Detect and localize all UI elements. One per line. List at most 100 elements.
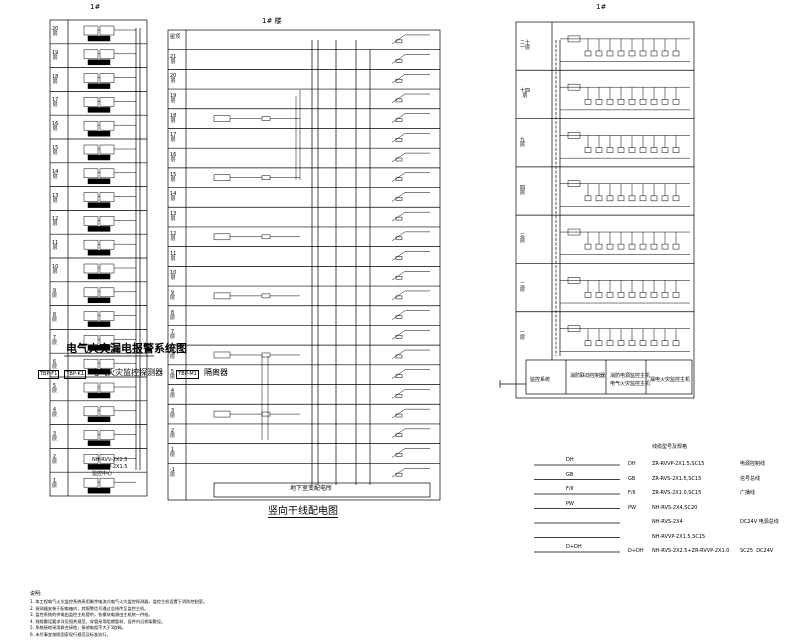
right-floor-label: 二十 一层 bbox=[520, 40, 531, 52]
mid-floor-label: 19 层 bbox=[170, 92, 177, 104]
mid-floor-label: 17 层 bbox=[170, 132, 177, 144]
note-line: 4. 线缆敷设要求详见相关规范，穿管采用阻燃管材，竖井内沿桥架敷设。 bbox=[30, 618, 166, 624]
left-floor-label: 14 层 bbox=[52, 168, 59, 180]
mid-floor-label: 2 层 bbox=[170, 427, 176, 439]
mid-floor-label: 9 层 bbox=[170, 289, 176, 301]
left-note-3: 监控中心 bbox=[92, 471, 113, 477]
legend-note: 广播线 bbox=[740, 490, 756, 496]
left-floor-label: 11 层 bbox=[52, 240, 59, 252]
system-title: 电气火灾漏电报警系统图 bbox=[66, 342, 187, 355]
mid-floor-label: 4 层 bbox=[170, 388, 176, 400]
note-line: 3. 监控系统的供电由监控主机提供，各模块电源由主机统一供给。 bbox=[30, 612, 153, 617]
mid-floor-label: 12 层 bbox=[170, 230, 177, 242]
left-floor-label: 12 层 bbox=[52, 216, 59, 228]
legend-cable: ZR-RVS-2X1.5,SC15 bbox=[652, 475, 702, 482]
left-floor-label: 19 层 bbox=[52, 49, 59, 61]
notes-title: 说明: bbox=[30, 591, 42, 597]
legend-cable: ZR-RVVP-2X1.5,SC15 bbox=[652, 461, 705, 467]
legend-symbol: DH bbox=[566, 457, 574, 463]
legend-code: DH bbox=[628, 461, 636, 467]
legend-symbol: PW bbox=[566, 500, 574, 507]
mid-panel-title: 1# 楼 bbox=[262, 17, 282, 25]
legend-note: SC25 DC24V bbox=[740, 548, 774, 554]
note-line: 6. 未尽事宜按照国家现行规范及标准执行。 bbox=[30, 631, 111, 637]
left-floor-label: 8 层 bbox=[52, 311, 58, 323]
mid-floor-label: 6 层 bbox=[170, 348, 176, 360]
mid-floor-label: 8 层 bbox=[170, 309, 176, 321]
right-cell-3: 电气火灾监控主机 bbox=[610, 381, 651, 387]
right-cell-0: 监控系统 bbox=[530, 377, 551, 383]
legend-code: D+DH bbox=[628, 548, 644, 554]
legend-note: 信号总线 bbox=[740, 475, 761, 482]
legend-cable: NH-RVS-2X4,SC20 bbox=[652, 504, 698, 511]
legend-symbol: GB bbox=[566, 471, 574, 478]
note-line: 5. 系统接地采用联合接地，接地电阻不大于1欧姆。 bbox=[30, 625, 126, 630]
mid-panel-frame bbox=[167, 29, 441, 501]
right-floor-label: 一 层 bbox=[520, 329, 526, 341]
mid-floor-label: 5 层 bbox=[170, 368, 176, 380]
legend-code: PW bbox=[628, 504, 636, 511]
mid-floor-label: 3 层 bbox=[170, 408, 176, 420]
left-floor-label: 9 层 bbox=[52, 287, 58, 299]
left-floor-label: 4 层 bbox=[52, 406, 58, 418]
mid-floor-label: 21 层 bbox=[170, 53, 177, 65]
right-floor-label: 二 层 bbox=[520, 281, 526, 293]
legend-cable: NH-RVS-2X2.5+ZR-RVVP-2X1.0 bbox=[652, 548, 730, 554]
mid-floor-label: 11 层 bbox=[170, 250, 177, 262]
right-floor-label: 十四 层 bbox=[520, 88, 531, 100]
legend-cable: ZR-RVS-2X1.0,SC15 bbox=[652, 490, 702, 496]
left-floor-label: 6 层 bbox=[52, 359, 58, 371]
mid-floor-label: 18 层 bbox=[170, 112, 177, 124]
left-floor-label: 10 层 bbox=[52, 263, 59, 275]
mid-floor-label: 1 层 bbox=[170, 447, 176, 459]
right-cell-1: 消防联动控制器 bbox=[570, 373, 606, 379]
right-cell-4: 漏电火灾监控主机 bbox=[650, 377, 691, 383]
left-floor-label: 5 层 bbox=[52, 382, 58, 394]
mid-floor-label: 屋顶 bbox=[170, 33, 181, 40]
legend-cable: NH-RVVP-2X1.5,SC15 bbox=[652, 533, 706, 540]
legend-symbol: F/Ⅱ bbox=[566, 486, 574, 492]
left-note-1: NH-RVV-2X2.5 bbox=[92, 457, 128, 463]
left-floor-label: 13 层 bbox=[52, 192, 59, 204]
mid-floor-label: 10 层 bbox=[170, 270, 177, 282]
legend-header: 线缆型号及规格 bbox=[652, 444, 688, 450]
left-note-2: NH-RVV-2X1.5 bbox=[92, 464, 128, 470]
mid-floor-label: 7 层 bbox=[170, 329, 176, 341]
mid-caption: 竖向干线配电图 bbox=[268, 502, 338, 518]
mid-floor-label: 14 层 bbox=[170, 191, 177, 203]
legend-note: DC24V 电源总线 bbox=[740, 519, 779, 525]
legend-code: F/Ⅱ bbox=[628, 490, 636, 496]
legend-text-a: 电气火灾监控探测器 bbox=[91, 368, 164, 377]
left-panel-title: 1# bbox=[90, 3, 101, 11]
left-floor-label: 15 层 bbox=[52, 144, 59, 156]
legend-code: GB bbox=[628, 475, 636, 482]
left-floor-label: 17 层 bbox=[52, 97, 59, 109]
legend-note: 电源控制线 bbox=[740, 461, 766, 467]
left-floor-label: 16 层 bbox=[52, 121, 59, 133]
mid-floor-label: 15 层 bbox=[170, 171, 177, 183]
right-panel-frame bbox=[515, 21, 695, 399]
left-floor-label: 20 层 bbox=[52, 25, 59, 37]
mid-floor-label: 20 层 bbox=[170, 73, 177, 85]
mid-floor-label: 13 层 bbox=[170, 211, 177, 223]
legend-text-c: 隔离器 bbox=[204, 368, 228, 377]
left-floor-label: 18 层 bbox=[52, 73, 59, 85]
mid-floor-label: 16 层 bbox=[170, 152, 177, 164]
right-floor-label: 四 层 bbox=[520, 185, 526, 196]
legend-symbol: D+DH bbox=[566, 544, 582, 550]
right-cell-2: 消防电源监控主机 bbox=[610, 373, 651, 379]
left-floor-label: 7 层 bbox=[52, 335, 58, 347]
right-floor-label: 三 层 bbox=[520, 233, 526, 245]
note-line: 1. 本工程电气火灾监控系统采用剩余电流式电气火灾监控探测器，监控主机设置于消防… bbox=[30, 599, 208, 604]
right-floor-label: 九 层 bbox=[520, 136, 526, 148]
note-line: 2. 探测器安装于配电箱内，其报警信号通过总线传至监控主机。 bbox=[30, 605, 149, 611]
mid-floor-label: -1 层 bbox=[170, 467, 176, 479]
left-floor-label: 1 层 bbox=[52, 478, 58, 490]
right-panel-title: 1# bbox=[596, 3, 607, 11]
left-floor-label: 2 层 bbox=[52, 454, 58, 466]
mid-bottom-box-label: 地下室变配电所 bbox=[290, 485, 333, 492]
legend-box-c: TBP-M1 bbox=[176, 370, 199, 379]
legend-box-a: TBP-F1 bbox=[38, 370, 60, 379]
legend-strip: TBP-F1 TBP-K1 电气火灾监控探测器 TBP-M1 隔离器 bbox=[38, 360, 228, 379]
